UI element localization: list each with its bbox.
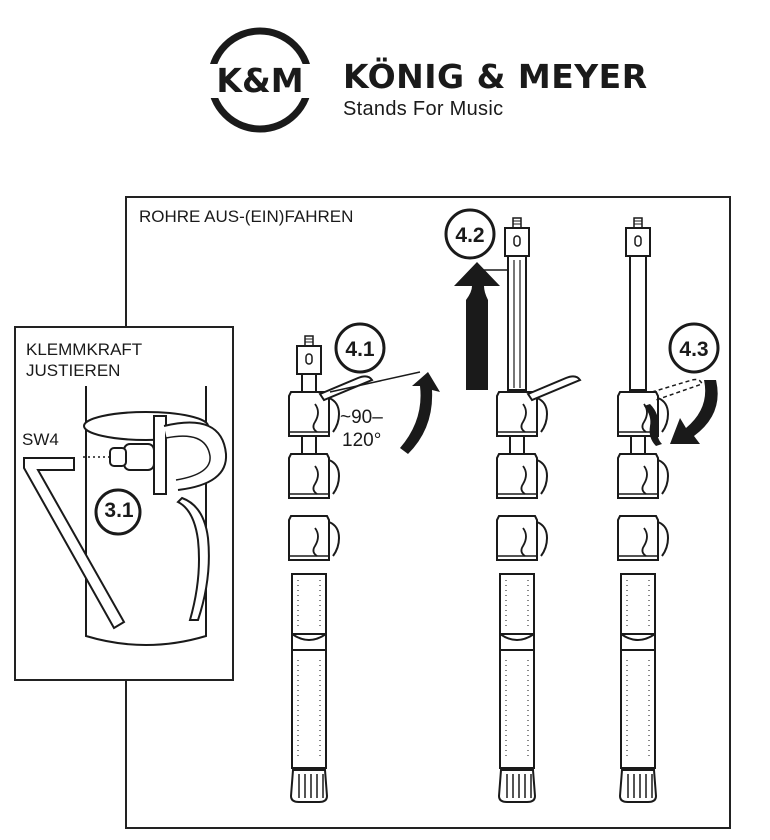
main-panel-title: ROHRE AUS-(EIN)FAHREN (139, 207, 354, 226)
step-badge-4-1 (334, 322, 386, 374)
step-label-4-3: 4.3 (679, 338, 708, 361)
step-label-3-1: 3.1 (104, 499, 134, 522)
step-label-4-1: 4.1 (345, 338, 375, 361)
stand-3 (617, 217, 718, 803)
tool-label-sw4: SW4 (22, 430, 59, 449)
brand-name: KÖNIG & MEYER (343, 57, 648, 96)
stand-1 (288, 335, 440, 803)
step-badge-4-3 (668, 322, 720, 374)
clamp-adjust-illustration (23, 386, 228, 646)
angle-label-line2: 120° (342, 430, 381, 451)
km-logo-letters: K&M (216, 61, 303, 100)
brand-tagline: Stands For Music (343, 98, 504, 120)
step-label-4-2: 4.2 (455, 224, 484, 247)
step-badge-4-2 (444, 208, 496, 260)
side-panel: SW4 3.1 (14, 326, 234, 681)
stand-2 (454, 217, 582, 803)
brand-block: KÖNIG & MEYER Stands For Music (343, 58, 648, 121)
km-logo-mark: K&M (202, 27, 318, 133)
angle-label-line1: ~90– (340, 407, 383, 428)
side-panel-title: KLEMMKRAFT JUSTIEREN (26, 340, 142, 380)
